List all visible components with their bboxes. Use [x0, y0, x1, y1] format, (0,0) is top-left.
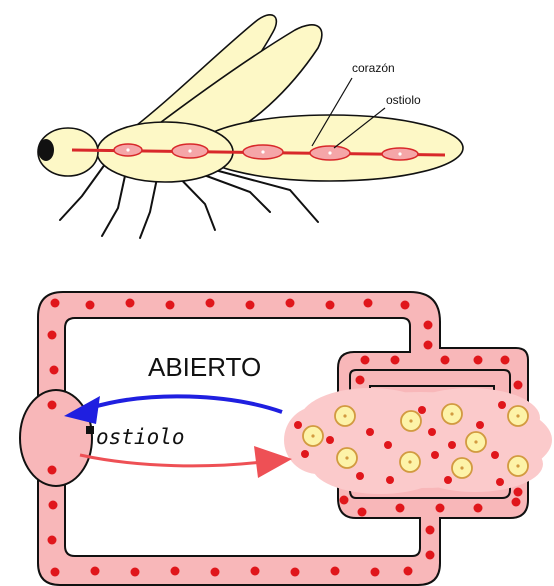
ostiole-marker: [86, 426, 94, 434]
return-flow-arrow: [90, 396, 282, 412]
heart-label: corazón: [352, 61, 395, 75]
ostiole-point: [328, 151, 331, 154]
ostiole-point: [398, 152, 401, 155]
ostiole-point: [126, 148, 129, 151]
ostiole-label-insect: ostiolo: [386, 93, 421, 107]
outflow-arrow: [80, 455, 262, 466]
ostiole-point: [188, 149, 191, 152]
tissue-cloud: [284, 388, 552, 494]
insect-illustration: corazón ostiolo: [38, 15, 463, 238]
ostiole-point: [261, 150, 264, 153]
diagram-title: ABIERTO: [148, 352, 261, 382]
insect-eye: [38, 139, 54, 161]
open-circulation-diagram: ABIERTO ostiolo: [20, 292, 552, 585]
ostiole-label: ostiolo: [96, 425, 185, 449]
